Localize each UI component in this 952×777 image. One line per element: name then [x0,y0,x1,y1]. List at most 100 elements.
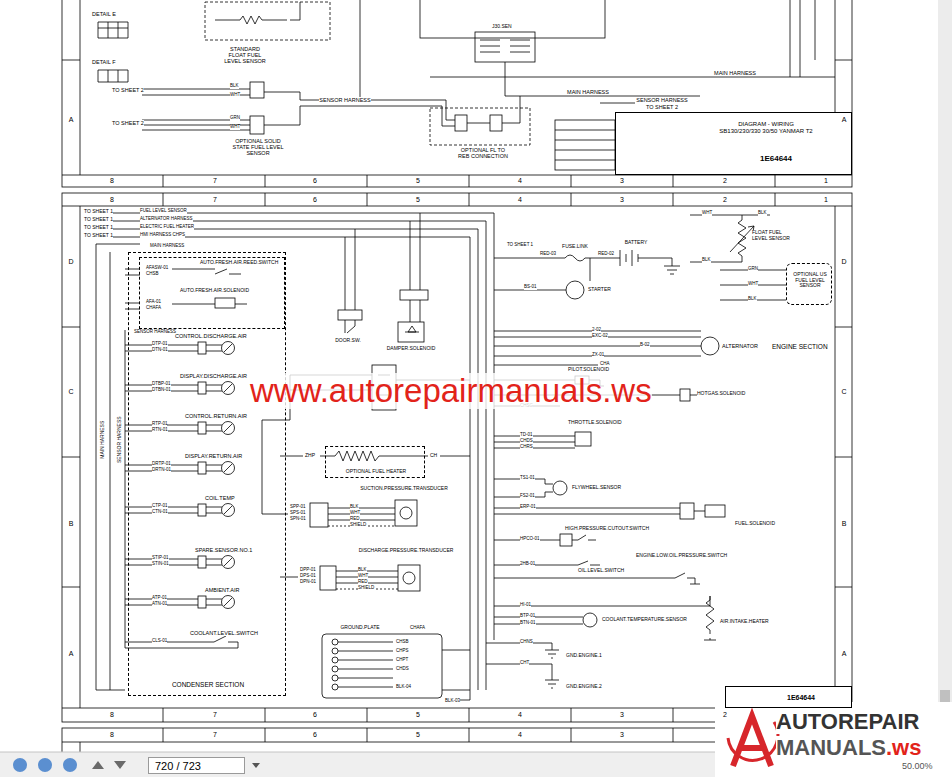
wire-code: DPN-01 [300,580,316,585]
wire-color: WHT [358,574,368,579]
page-number-field: 720 / 723 [148,757,245,774]
wire-color: GRN [748,267,758,272]
sheet-ref: TO SHEET 2 [646,104,678,110]
grid-number: 5 [416,731,420,739]
wire-code: BLK-03 [445,699,460,704]
sensor-label: COOLANT.LEVEL.SWITCH [190,630,258,636]
wire-code: CH [430,453,437,459]
wire-code: CHDS [520,439,533,444]
node-text: 720 / 723 [155,760,201,772]
sheet-ref: TO SHEET 1 [84,209,113,215]
sensor-label: CONTROL.RETURN.AIR [185,413,247,419]
detail-label: DETAIL F [92,59,116,65]
sensor-label: CONTROL.DISCHARGE.AIR [175,333,247,339]
sensor-label: DISPLAY.DISCHARGE.AIR [180,373,247,379]
grid-number: 8 [110,177,114,185]
wire-color: SHIELD [358,586,374,591]
wire-code: RTN-01 [152,428,168,433]
wire-code: DPS-01 [300,574,316,579]
wire-code: DTP-01 [152,342,168,347]
grid-letter: B [842,520,847,528]
component-label: FLYWHEEL.SENSOR [572,485,621,491]
watermark: www.autorepairmanuals.ws [250,373,652,409]
title-block: 1E64644 [725,686,852,708]
wire-code: DTBP-01 [152,382,171,387]
component-label: AIR.INTAKE.HEATER [720,619,769,625]
component-label: COOLANT.TEMPERATURE.SENSOR [602,617,687,623]
wire-color: WHT [350,511,360,516]
wire-code: CHSB [396,640,409,645]
wire-code: DRTP-01 [152,462,171,467]
wire-code: ZX-01 [592,353,604,358]
grid-number: 8 [110,196,114,204]
grid-letter: A [842,650,847,658]
sheet-ref: TO SHEET 1 [84,233,113,239]
wire-code: CHAFA [410,626,425,631]
grid-letter: B [69,520,74,528]
harness-label: SENSOR HARNESS [319,97,370,103]
harness-label: FUEL LEVEL SENSOR [140,209,187,214]
wire-code: BS-01 [524,285,537,290]
wire-color: SHIELD [350,523,366,528]
node-text: AUTO.FRESH.AIR.REED.SWITCH [200,260,278,266]
wire-code: AFA-01 [146,300,161,305]
wire-color: GRN [230,116,240,121]
wire-color: BLK [758,211,767,216]
component-label: FLOAT FUEL LEVEL SENSOR [752,230,796,241]
grid-number: 4 [518,711,522,719]
grid-number: 3 [620,711,624,719]
wire-code: TD-01 [520,433,533,438]
wire-color: BLK [702,258,711,263]
logo-text: MANUALS [776,736,886,760]
grid-number: 6 [313,731,317,739]
harness-label: ALTERNATOR HARNESS [140,217,193,222]
wire-color: BLK [748,297,757,302]
wire-color: RED [358,580,368,585]
grid-number: 8 [110,711,114,719]
wire-code: ATN-01 [152,602,167,607]
node-text: DIAGRAM - WIRING SB130/230/330 30/50 YAN… [719,121,814,134]
wire-code: CHNS [520,640,533,645]
wire-code: 2-02 [592,328,601,333]
grid-number: 4 [518,196,522,204]
sheet-ref: TO SHEET 2 [112,87,144,93]
wire-code: SPP-01 [290,505,306,510]
component-label: FUEL.SOLENOID [735,521,775,527]
grid-number: 4 [518,177,522,185]
wire-code: BTN-01 [520,621,536,626]
grid-number: 8 [110,731,114,739]
wire-code: AFASW-01 [146,266,168,271]
section-label: ENGINE SECTION [772,343,828,350]
grid-number: 6 [313,177,317,185]
harness-label: MAIN HARNESS [714,70,756,76]
node-text: 1E64644 [760,155,792,164]
wire-code: CHRS [520,445,533,450]
wire-color: BLK [358,568,367,573]
grid-letter: A [69,650,74,658]
wire-code: RED-03 [540,252,556,257]
harness-label: MAIN HARNESS [567,89,609,95]
grid-number: 5 [416,177,420,185]
wire-color: BLK [230,84,239,89]
component-label: SUCTION.PRESSURE.TRANSDUCER [360,486,448,492]
grid-number: 2 [723,177,727,185]
component-label: GND.ENGINE.2 [566,684,602,690]
component-label: DISCHARGE.PRESSURE.TRANSDUCER [359,548,454,554]
wire-color: WHT [702,211,712,216]
grid-number: 2 [723,196,727,204]
grid-number: 5 [416,711,420,719]
grid-number: 1 [824,196,828,204]
component-label: GND.ENGINE.1 [566,653,602,659]
grid-number: 4 [518,731,522,739]
option-box: OPTIONAL FUEL HEATER [325,446,425,478]
component-label: BATTERY [625,240,648,246]
sensor-label: COIL.TEMP [205,495,235,501]
wire-code: CHPS [396,649,409,654]
harness-label: SENSOR HARNESS [636,97,687,103]
grid-letter: D [841,258,846,266]
harness-label: ELECTRIC FUEL HEATER [140,225,194,230]
title-block: DIAGRAM - WIRING SB130/230/330 30/50 YAN… [615,112,852,175]
grid-letter: A [842,116,847,124]
zoom-level: 50.00% [902,762,933,772]
grid-letter: A [69,116,74,124]
